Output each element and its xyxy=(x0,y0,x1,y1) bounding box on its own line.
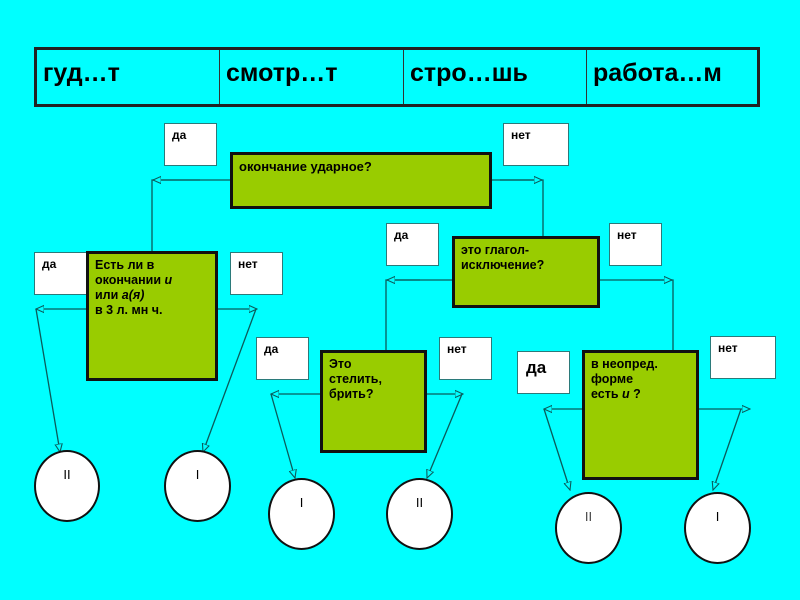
q5-yes-to-result xyxy=(543,408,570,490)
q1-yes-label: да xyxy=(164,123,217,166)
word-endings-table: гуд…т смотр…т стро…шь работа…м xyxy=(34,47,760,107)
q5-text-line: в неопред. xyxy=(591,357,658,371)
q1-no-connector xyxy=(490,179,544,237)
result-conjugation-2: II xyxy=(34,450,100,522)
question-stressed-ending: окончание ударное? xyxy=(230,152,492,209)
q3-no-connector xyxy=(598,279,674,350)
q5-italic-letter: и xyxy=(622,387,630,401)
question-stelit-brit: Это стелить, брить? xyxy=(320,350,427,453)
table-cell-word: работа…м xyxy=(593,59,722,87)
q4-yes-to-result xyxy=(270,393,295,478)
q5-text-line: есть xyxy=(591,387,623,401)
question-exception-verb: это глагол- исключение? xyxy=(452,236,600,308)
q3-yes-label: да xyxy=(386,223,439,266)
table-cell-word: стро…шь xyxy=(404,50,587,104)
question-ending-3rd-plural: Есть ли в окончании и или а(я) в 3 л. мн… xyxy=(86,251,218,381)
q2-text-line: Есть ли в xyxy=(95,258,155,272)
q5-yes-label: да xyxy=(517,351,570,394)
q2-italic-letter: а(я) xyxy=(121,288,145,302)
q2-yes-label: да xyxy=(34,252,88,295)
result-conjugation-2: II xyxy=(386,478,453,550)
q2-italic-letter: и xyxy=(164,273,173,287)
result-conjugation-1: I xyxy=(684,492,751,564)
q5-text-line: форме xyxy=(591,372,634,386)
q2-no-to-result xyxy=(203,308,257,452)
q5-no-to-result xyxy=(713,408,742,490)
q1-no-label: нет xyxy=(503,123,569,166)
q2-text-line: окончании xyxy=(95,273,165,287)
q2-text-line: или xyxy=(95,288,122,302)
q1-yes-connector xyxy=(151,179,230,252)
table-cell-word: гуд…т xyxy=(37,50,220,104)
result-conjugation-1: I xyxy=(164,450,231,522)
table-cell-word: смотр…т xyxy=(220,50,404,104)
q4-no-to-result xyxy=(427,393,463,478)
q2-text-line: в 3 л. мн ч. xyxy=(95,303,163,317)
q3-no-label: нет xyxy=(609,223,662,266)
result-conjugation-1: I xyxy=(268,478,335,550)
q2-no-label: нет xyxy=(230,252,283,295)
q4-yes-label: да xyxy=(256,337,309,380)
q4-no-label: нет xyxy=(439,337,492,380)
result-conjugation-2: II xyxy=(555,492,622,564)
q5-text-line: ? xyxy=(629,387,641,401)
q2-yes-to-result xyxy=(35,308,60,452)
question-infinitive-i: в неопред. форме есть и ? xyxy=(582,350,699,480)
q5-no-label: нет xyxy=(710,336,776,379)
q3-yes-connector xyxy=(385,279,453,350)
